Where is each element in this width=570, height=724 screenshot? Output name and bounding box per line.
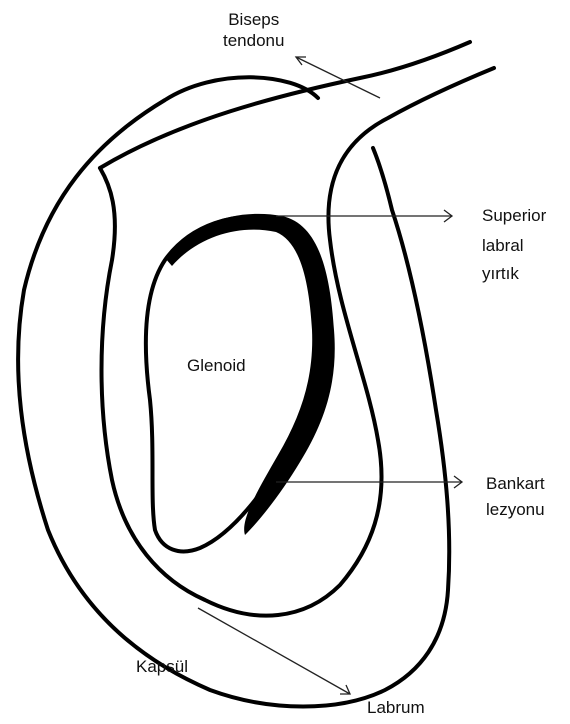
label-superior-labral-tear-line2: labral	[482, 235, 546, 256]
label-biceps-tendon-line1: Biseps	[223, 9, 284, 30]
glenoid-outline	[146, 217, 318, 551]
label-superior-labral-tear-line1: Superior	[482, 205, 546, 226]
arrow-superior-labral-tear	[276, 210, 452, 222]
label-biceps-tendon-line2: tendonu	[223, 30, 284, 51]
label-bankart-lesion-line1: Bankart	[486, 473, 545, 494]
biceps-tendon-inner	[100, 68, 494, 616]
label-glenoid: Glenoid	[187, 355, 246, 376]
label-biceps-tendon: Biseps tendonu	[223, 9, 284, 51]
arrow-labrum	[198, 608, 350, 694]
label-bankart-lesion-line2: lezyonu	[486, 499, 545, 520]
label-superior-labral-tear-line3: yırtık	[482, 263, 546, 284]
arrow-bankart-lesion	[276, 476, 462, 488]
label-superior-labral-tear: Superior labral yırtık	[482, 205, 546, 284]
label-bankart-lesion: Bankart lezyonu	[486, 473, 545, 520]
label-labrum: Labrum	[367, 697, 425, 718]
label-capsule: Kapsül	[136, 656, 188, 677]
